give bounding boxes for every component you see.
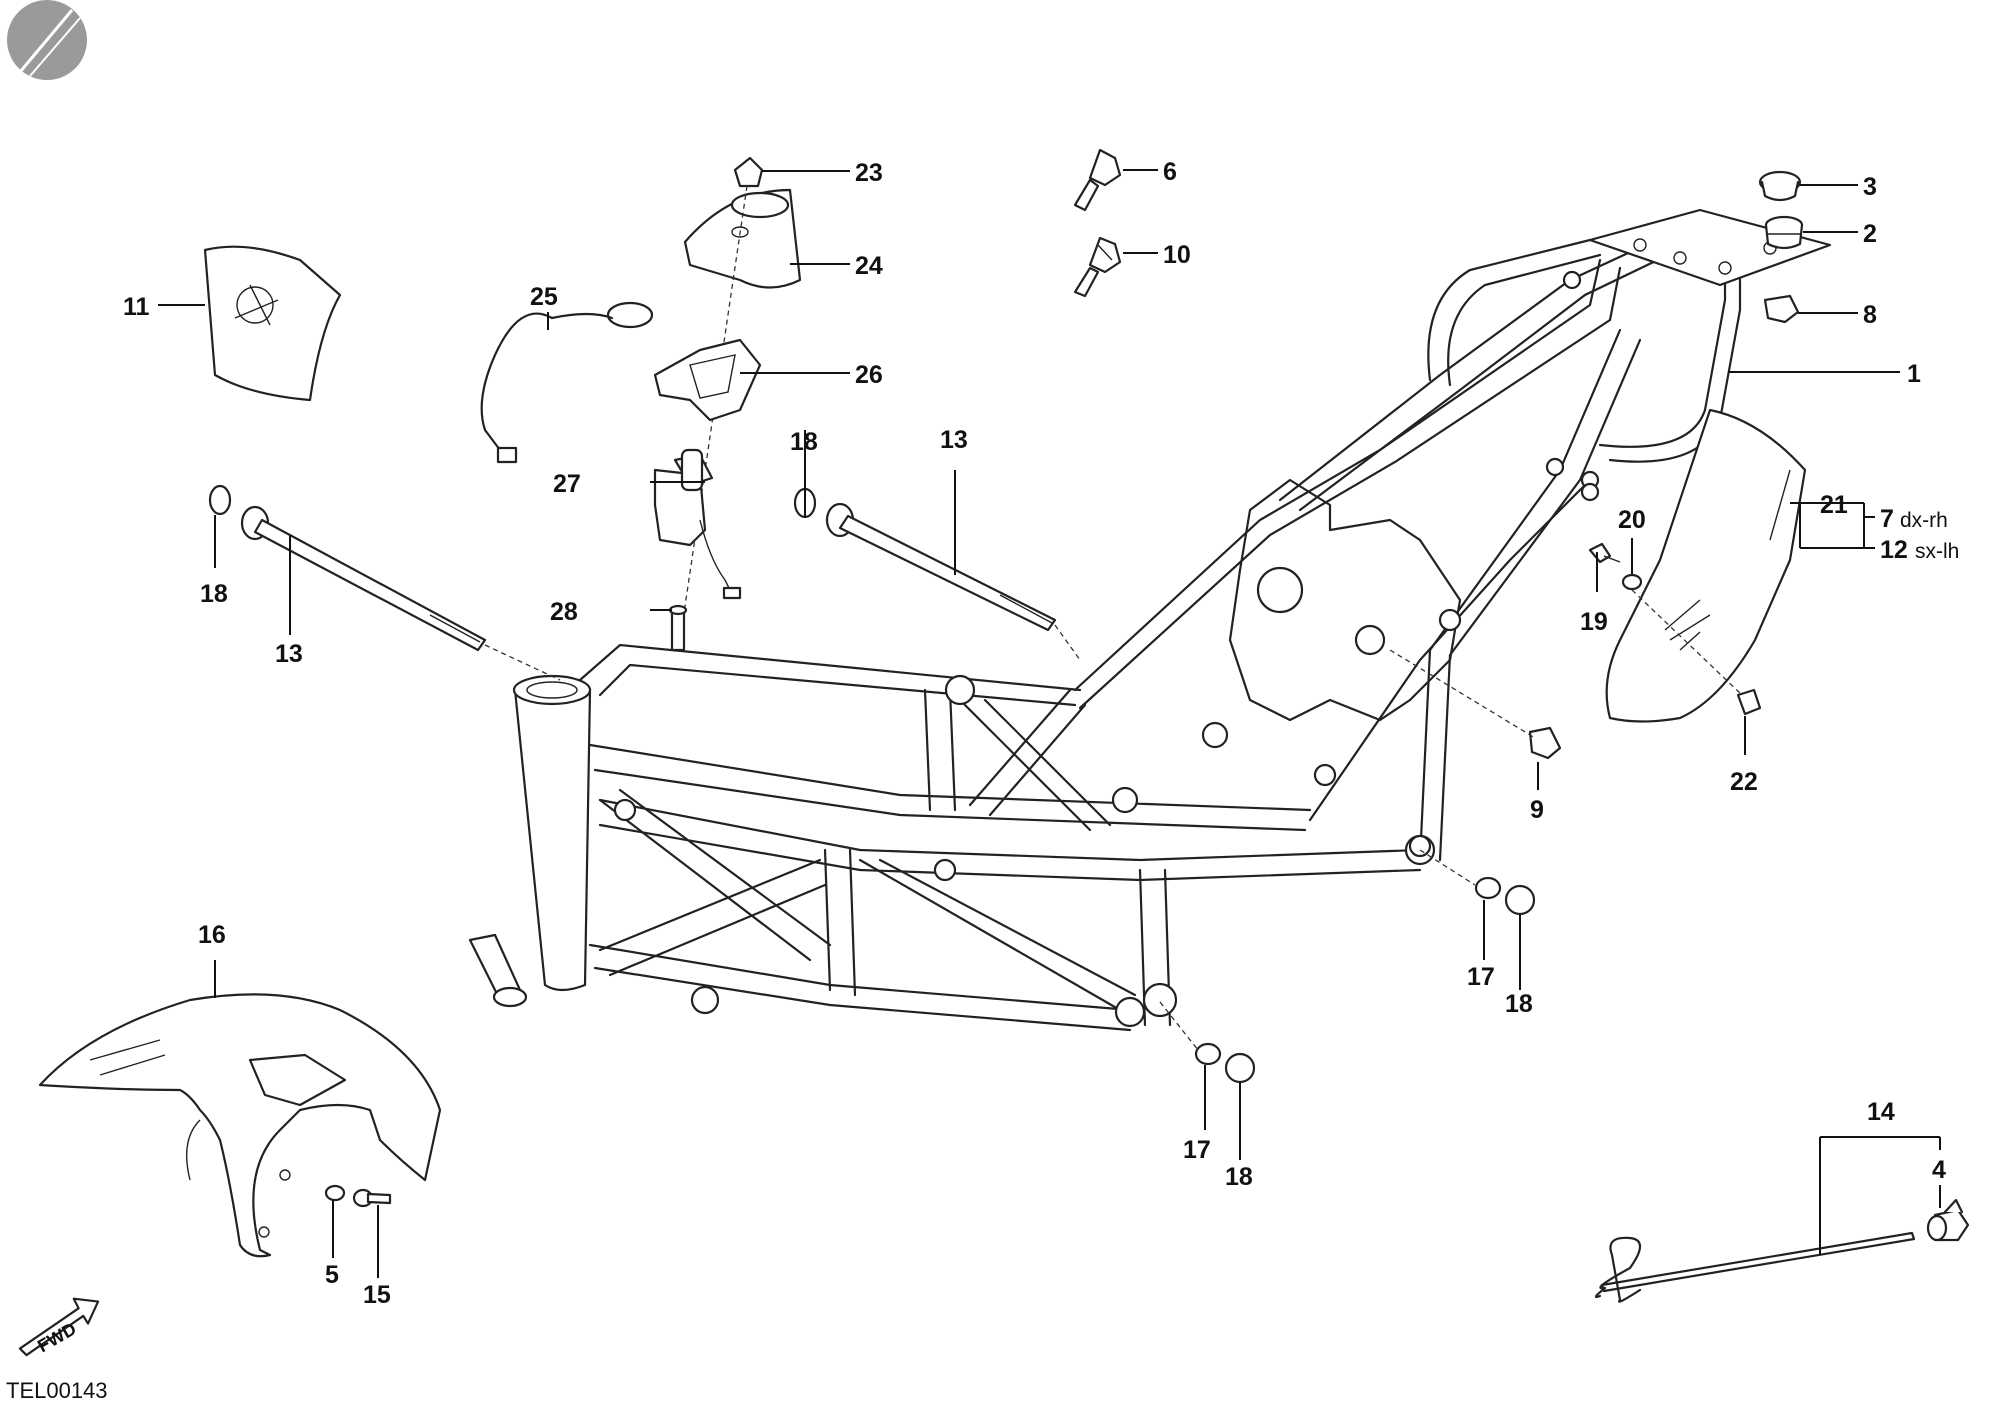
ignition-sensor [653, 448, 742, 600]
long-bolt-center [793, 487, 1057, 632]
spacer-bush-8 [1763, 294, 1800, 324]
callout-15: 15 [363, 1281, 391, 1309]
wiring-harness [480, 301, 654, 464]
rubber-damper-2 [1764, 215, 1804, 250]
side-panel [1605, 408, 1807, 723]
callout-23: 23 [855, 159, 883, 187]
callout-18-left: 18 [200, 580, 228, 608]
corner-marker-icon [7, 0, 87, 80]
fender-screw-15 [352, 1188, 392, 1208]
callout-8: 8 [1863, 301, 1877, 329]
callout-5: 5 [325, 1261, 339, 1289]
callout-19: 19 [1580, 608, 1608, 636]
callout-14: 14 [1867, 1098, 1895, 1126]
callout-3: 3 [1863, 173, 1877, 201]
callout-18-lower: 18 [1225, 1163, 1253, 1191]
callout-20: 20 [1618, 506, 1646, 534]
bushing-pair-lower [1194, 1042, 1256, 1084]
rubber-grommet-3 [1758, 170, 1802, 202]
side-panel-screw-19 [1588, 542, 1621, 564]
spacer-9 [1528, 726, 1562, 760]
leader-lines [158, 169, 1941, 1278]
seat-release-cable [1594, 1231, 1916, 1303]
washer-5 [324, 1184, 346, 1202]
callout-12-suffix: sx-lh [1915, 540, 1959, 563]
callout-17-lower: 17 [1183, 1136, 1211, 1164]
drawing-code: TEL00143 [6, 1378, 108, 1403]
callout-22: 22 [1730, 768, 1758, 796]
callout-13-left: 13 [275, 640, 303, 668]
top-cap-nut [733, 156, 764, 188]
long-bolt-left [208, 484, 487, 652]
main-frame [468, 208, 1832, 1032]
callout-7-suffix: dx-rh [1900, 509, 1948, 532]
callout-2: 2 [1863, 220, 1877, 248]
callout-11: 11 [123, 293, 150, 321]
washer-20 [1621, 573, 1643, 591]
mounting-bracket [653, 338, 762, 422]
front-fender [38, 993, 442, 1258]
callout-7: 7 [1880, 505, 1894, 533]
callout-10: 10 [1163, 241, 1191, 269]
callout-13-center: 13 [940, 426, 968, 454]
callout-21: 21 [1820, 491, 1848, 519]
callout-18-right: 18 [1505, 990, 1533, 1018]
stem-rod [668, 604, 688, 652]
forward-arrow-icon: FWD [18, 1297, 100, 1356]
grommet-22 [1736, 688, 1762, 716]
key-with-chip [1073, 236, 1122, 298]
callout-27: 27 [553, 470, 581, 498]
callout-16: 16 [198, 921, 226, 949]
callout-1: 1 [1907, 360, 1921, 388]
callout-6: 6 [1163, 158, 1177, 186]
callout-18-center: 18 [790, 428, 818, 456]
callout-24: 24 [855, 252, 883, 280]
callout-26: 26 [855, 361, 883, 389]
callout-9: 9 [1530, 796, 1544, 824]
callout-4: 4 [1932, 1156, 1946, 1184]
callout-12: 12 [1880, 536, 1908, 564]
key-blank [1073, 148, 1122, 212]
cable-end-fitting-4 [1926, 1198, 1970, 1242]
fuel-pump-cover [203, 245, 342, 402]
headstock-cover [683, 188, 802, 289]
callout-28: 28 [550, 598, 578, 626]
callout-17-right: 17 [1467, 963, 1495, 991]
callout-25: 25 [530, 283, 558, 311]
callout-labels: 23 24 25 26 27 28 11 6 10 3 2 8 1 21 7 d… [123, 158, 1959, 1309]
